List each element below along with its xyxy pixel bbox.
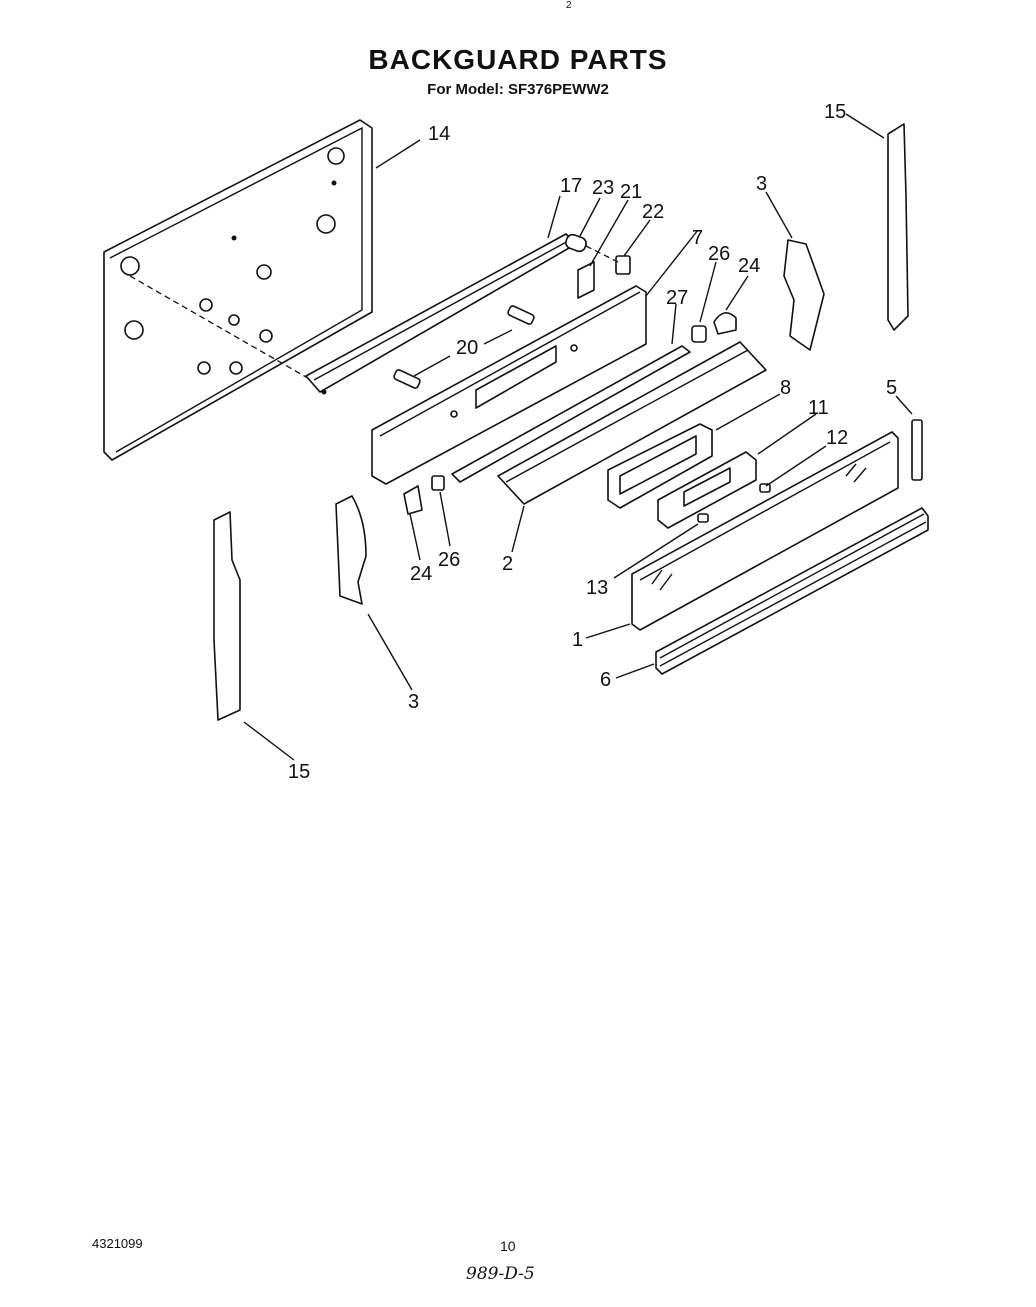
callout-1: 1 [572, 629, 583, 651]
callout-26-upper: 26 [708, 243, 730, 265]
handwritten-note: 989-D-5 [466, 1264, 535, 1284]
callout-5: 5 [886, 377, 897, 399]
part-24-upper-end [713, 312, 737, 335]
callout-21: 21 [620, 181, 642, 203]
part-1-glass-panel [631, 431, 899, 631]
callout-20: 20 [456, 337, 478, 359]
callout-13: 13 [586, 577, 608, 599]
document-number: 4321099 [92, 1236, 143, 1251]
part-5-side-strip [911, 419, 923, 481]
part-21-clip [577, 261, 595, 299]
part-11-bezel [657, 451, 757, 529]
callout-6: 6 [600, 669, 611, 691]
part-27-rod [451, 345, 691, 483]
part-24-lower-end [403, 485, 423, 515]
callout-23: 23 [592, 177, 614, 199]
part-23-bushing [565, 233, 587, 253]
callout-14: 14 [428, 123, 450, 145]
part-2-trim-strip [497, 341, 767, 505]
part-15-left-side-bracket [213, 511, 241, 721]
part-6-bottom-trim [655, 507, 929, 675]
part-20-stud-upper [507, 305, 535, 325]
callout-24-upper: 24 [738, 255, 760, 277]
part-3-left-end-cap [335, 495, 367, 605]
callout-11: 11 [808, 397, 829, 419]
top-page-mark: 2 [566, 0, 572, 11]
callout-17: 17 [560, 175, 582, 197]
callout-2: 2 [502, 553, 513, 575]
part-26-upper-cap [691, 325, 707, 343]
leader-lines [243, 113, 913, 761]
callout-27: 27 [666, 287, 688, 309]
model-subtitle: For Model: SF376PEWW2 [427, 81, 609, 98]
callout-12: 12 [826, 427, 848, 449]
callout-26-lower: 26 [438, 549, 460, 571]
part-22-knob-cap [615, 255, 631, 275]
page-title: BACKGUARD PARTS [368, 44, 668, 75]
callout-8: 8 [780, 377, 791, 399]
part-7-control-panel [371, 285, 647, 485]
page-number: 10 [500, 1238, 516, 1254]
callout-15-lower: 15 [288, 761, 310, 783]
part-12-screw [759, 483, 771, 493]
callout-22: 22 [642, 201, 664, 223]
part-20-stud-lower [393, 369, 421, 389]
part-8-frame [607, 423, 713, 509]
part-3-right-end-cap [783, 239, 825, 351]
part-15-right-side-bracket [887, 123, 909, 331]
part-26-lower-cap [431, 475, 445, 491]
part-13-screw [697, 513, 709, 523]
callout-3-upper: 3 [756, 173, 767, 195]
callout-24-lower: 24 [410, 563, 432, 585]
callout-7: 7 [692, 227, 703, 249]
callout-3-lower: 3 [408, 691, 419, 713]
part-14-back-panel [103, 119, 373, 461]
callout-15-upper: 15 [824, 101, 846, 123]
